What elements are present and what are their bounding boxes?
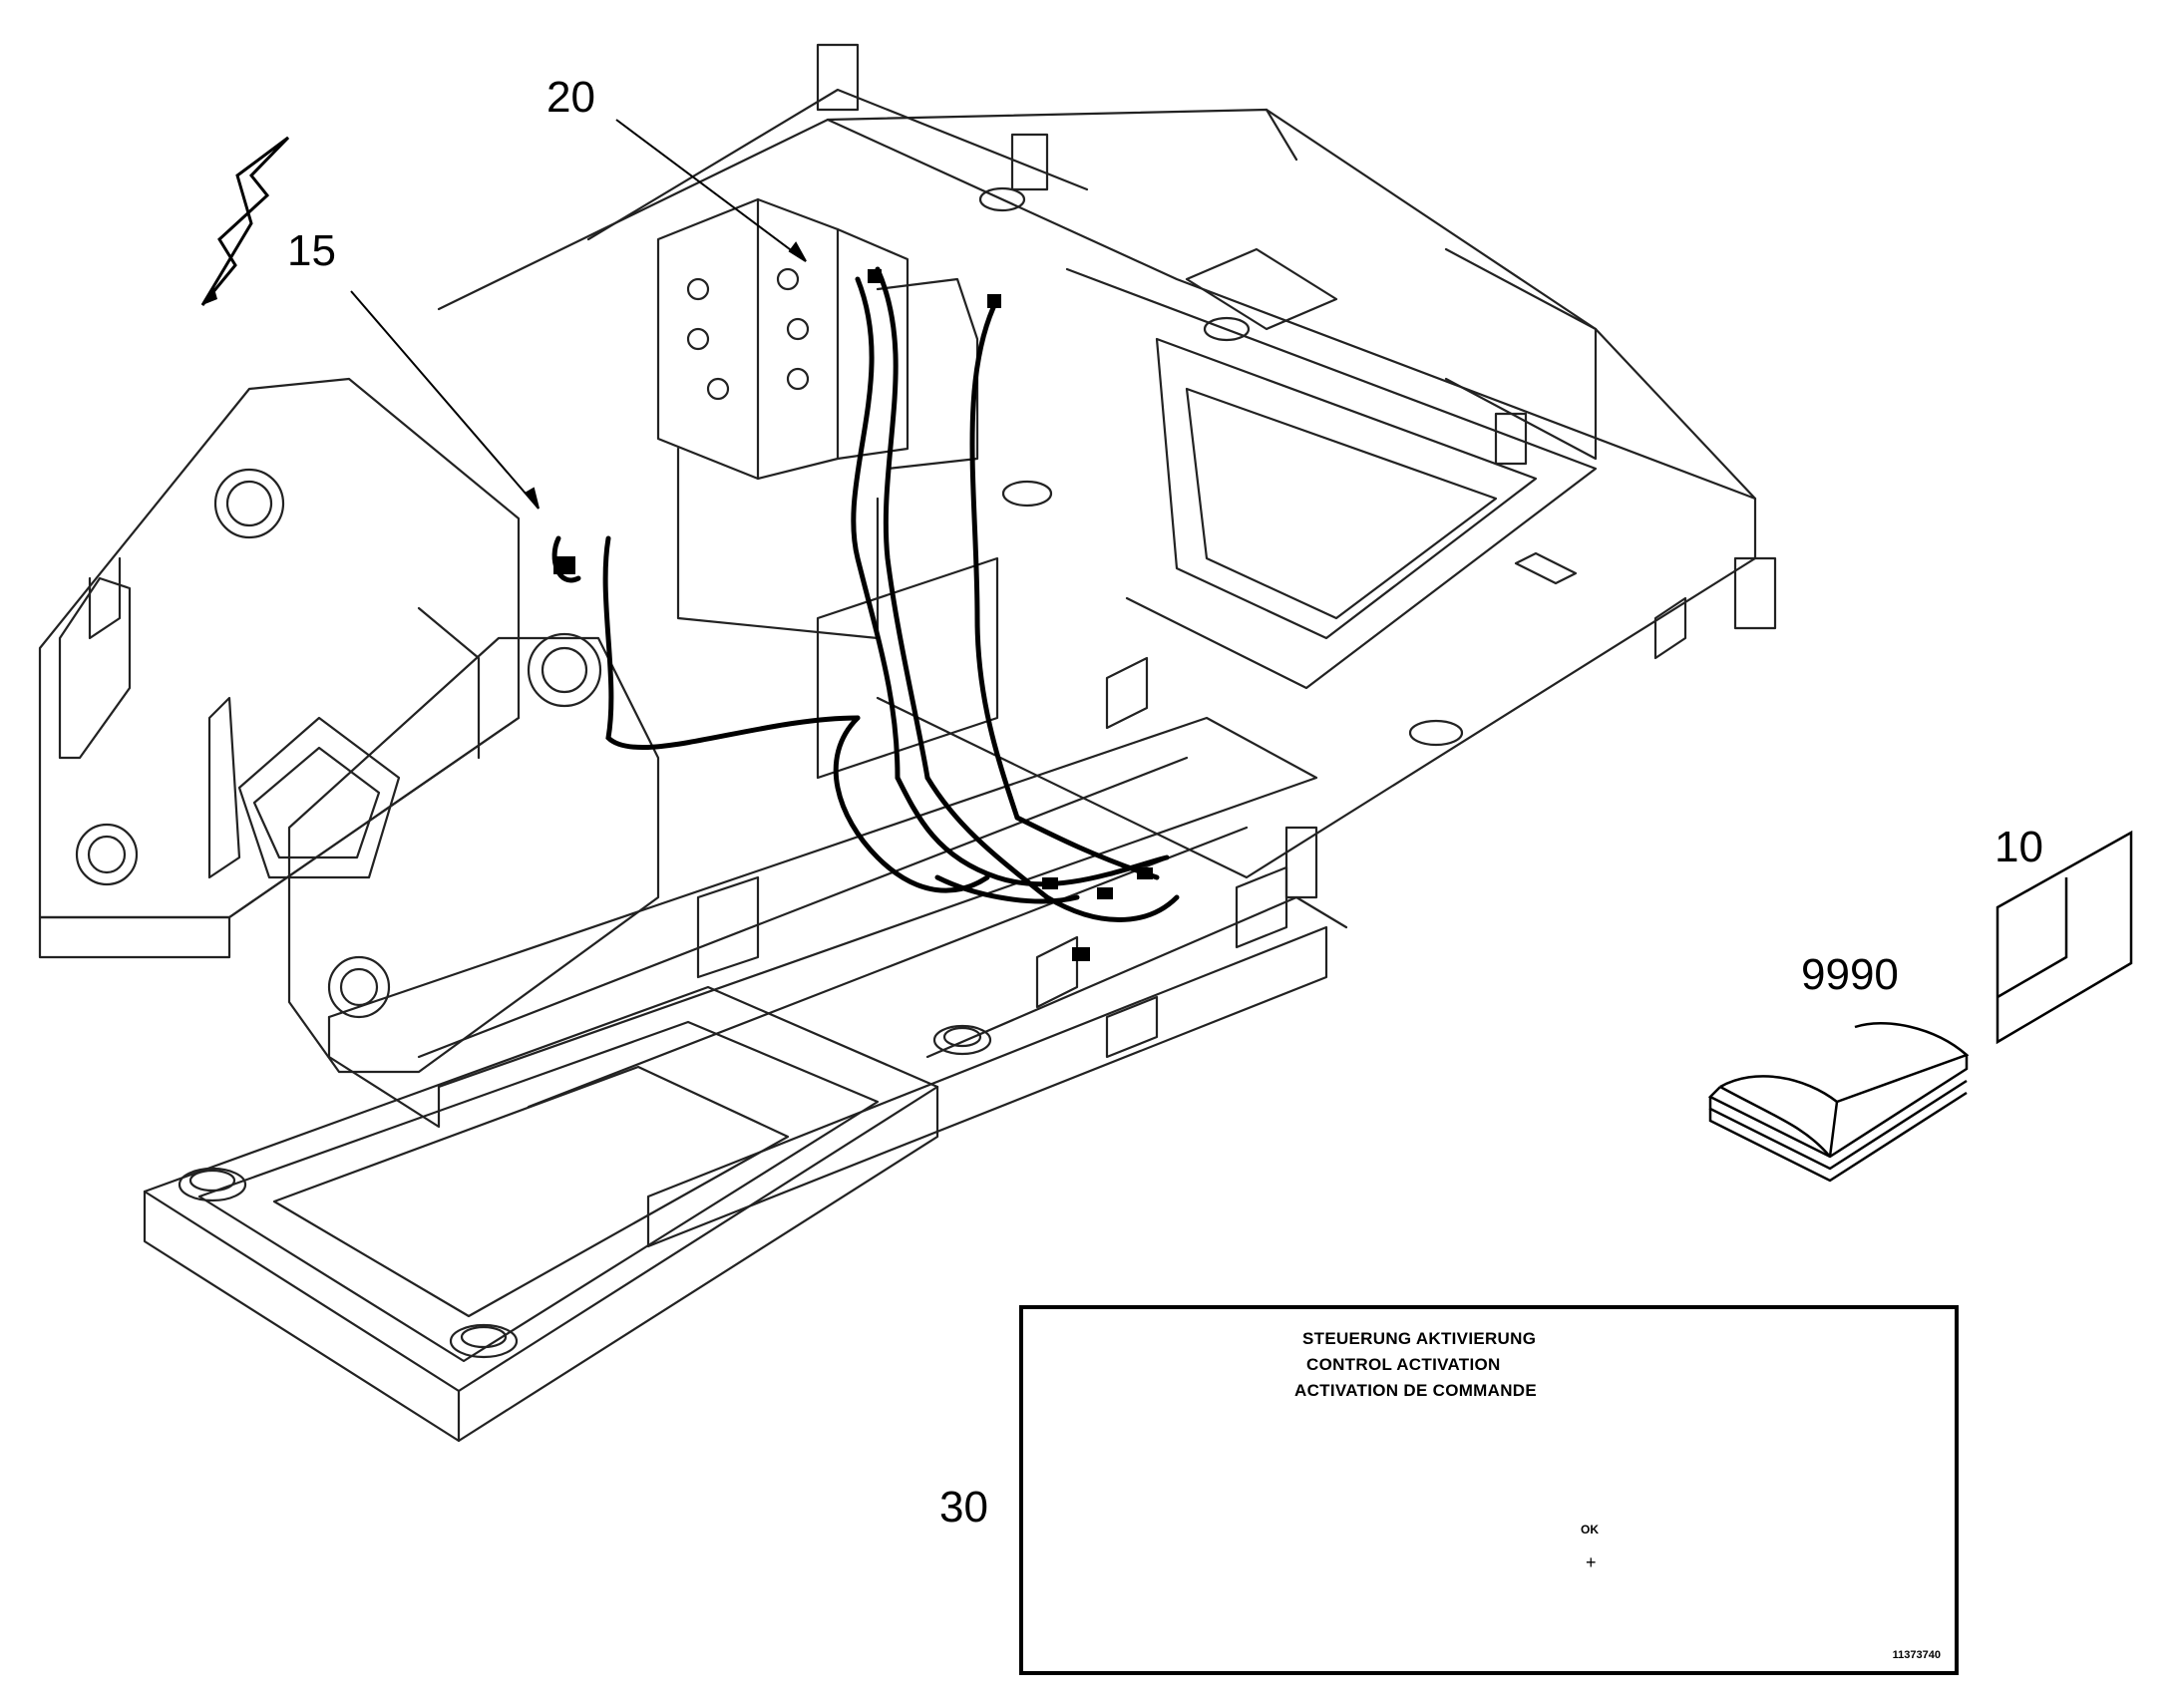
plus-sign: +	[1586, 1552, 1597, 1572]
control-activation-decal: STEUERUNG AKTIVIERUNG CONTROL ACTIVATION…	[1019, 1305, 1959, 1675]
callout-20: 20	[546, 73, 595, 122]
harness-connectors	[553, 269, 1153, 961]
callout-15: 15	[287, 226, 336, 275]
document-sheet	[1996, 830, 2133, 1045]
decal-title-en: CONTROL ACTIVATION	[1306, 1355, 1501, 1374]
front-frame	[143, 985, 992, 1443]
wiring-harness	[551, 266, 1180, 922]
callout-10: 10	[1995, 823, 2043, 871]
decal-part-number: 11373740	[1892, 1649, 1941, 1661]
lightning-icon	[200, 136, 290, 306]
manual-book-icon	[1707, 1021, 1970, 1183]
leader-lines	[350, 119, 807, 510]
decal-title-fr: ACTIVATION DE COMMANDE	[1294, 1381, 1538, 1400]
rear-frame	[437, 43, 1777, 899]
ok-label: OK	[1581, 1523, 1599, 1537]
callout-9990: 9990	[1801, 950, 1899, 999]
frame-brackets	[696, 596, 1687, 1059]
callout-30: 30	[939, 1483, 988, 1532]
valve-block	[656, 197, 999, 780]
frame-rails	[327, 716, 1348, 1248]
boom-mount	[38, 377, 660, 1074]
decal-title-de: STEUERUNG AKTIVIERUNG	[1302, 1329, 1537, 1348]
